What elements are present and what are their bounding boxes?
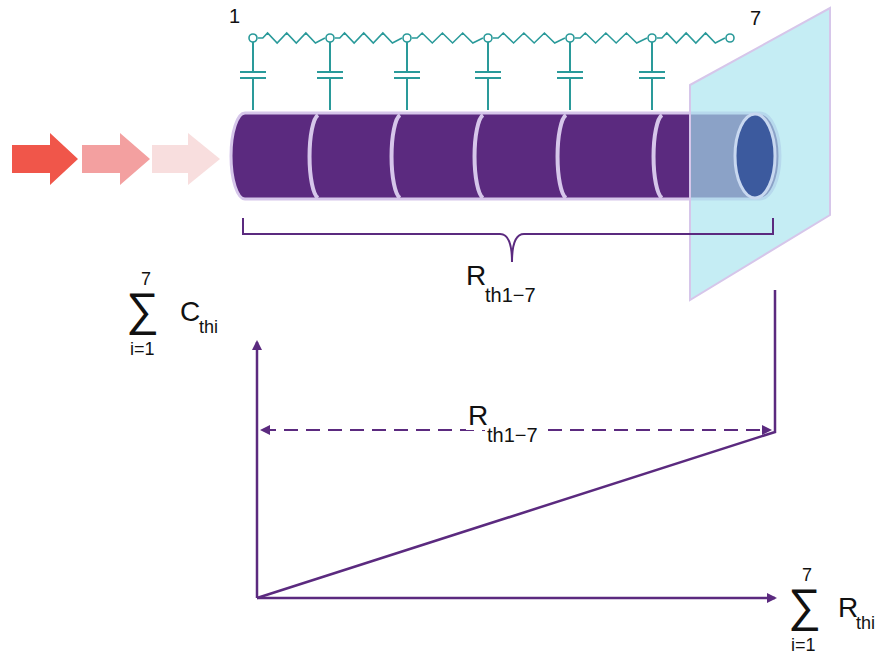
sum-lower-limit: i=1 (791, 636, 816, 654)
length-bracket (243, 218, 773, 262)
chart-axes (257, 290, 775, 598)
rc-ladder (240, 33, 734, 110)
resistance-symbol: R (466, 262, 486, 290)
boundary-plane (690, 8, 830, 300)
resistance-subscript: thi (856, 614, 875, 632)
node-number: 7 (750, 8, 761, 28)
capacitance-symbol: C (180, 298, 200, 326)
resistance-subscript: th1−7 (485, 425, 540, 445)
node-number: 1 (229, 6, 240, 26)
sum-sign: ∑ (788, 582, 821, 628)
resistance-subscript: th1−7 (485, 285, 536, 305)
sum-sign: ∑ (126, 286, 159, 332)
heat-arrows (12, 133, 220, 185)
rod-end-face (735, 114, 775, 198)
capacitance-subscript: thi (199, 318, 218, 336)
resistance-symbol: R (838, 594, 858, 622)
sum-lower-limit: i=1 (130, 340, 155, 358)
